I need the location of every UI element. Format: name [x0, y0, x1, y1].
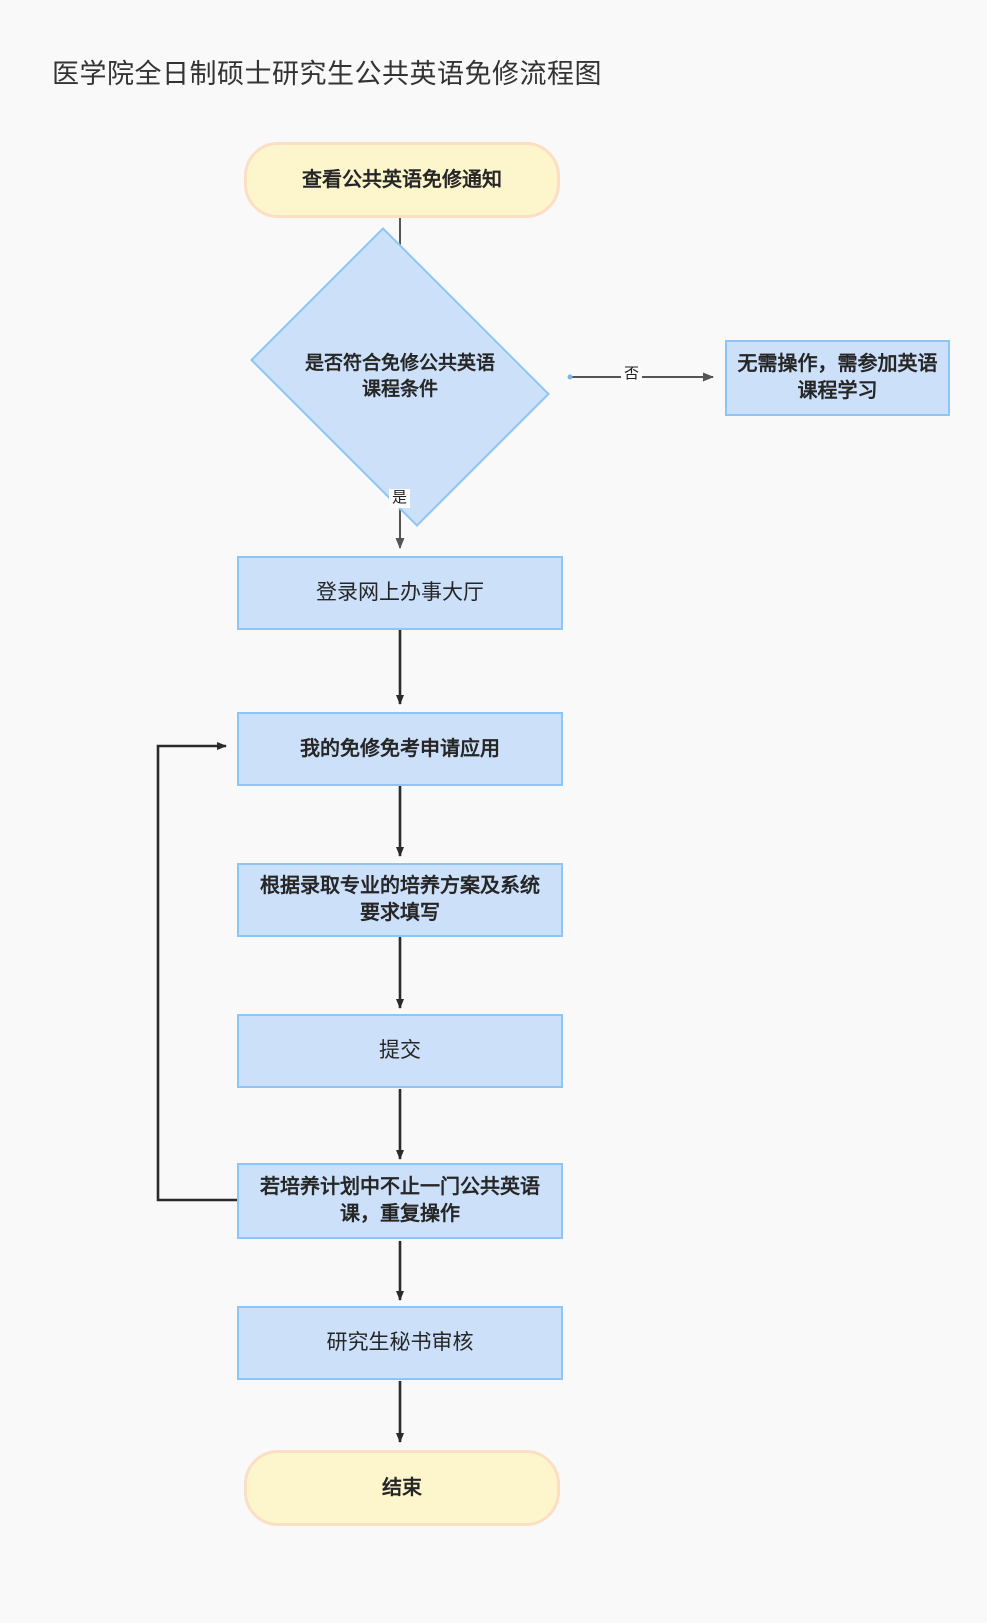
node-start-label: 查看公共英语免修通知 [302, 168, 502, 191]
node-review[interactable]: 研究生秘书审核 [237, 1306, 563, 1380]
node-review-label: 研究生秘书审核 [326, 1330, 474, 1354]
edge-label-yes: 是 [389, 489, 411, 508]
node-repeat-label: 若培养计划中不止一门公共英语课，重复操作 [260, 1176, 540, 1225]
node-login[interactable]: 登录网上办事大厅 [237, 556, 563, 630]
node-submit-label: 提交 [379, 1038, 421, 1062]
node-no-action-label: 无需操作，需参加英语课程学习 [737, 353, 938, 402]
node-end[interactable]: 结束 [244, 1450, 560, 1526]
node-decision[interactable]: 是否符合免修公共英语课程条件 [250, 227, 550, 527]
node-fill-label: 根据录取专业的培养方案及系统要求填写 [260, 875, 540, 924]
node-decision-label: 是否符合免修公共英语课程条件 [304, 353, 495, 400]
node-no-action[interactable]: 无需操作，需参加英语课程学习 [725, 340, 950, 416]
page-title: 医学院全日制硕士研究生公共英语免修流程图 [52, 59, 602, 89]
node-start[interactable]: 查看公共英语免修通知 [244, 142, 560, 218]
node-submit[interactable]: 提交 [237, 1014, 563, 1088]
node-repeat[interactable]: 若培养计划中不止一门公共英语课，重复操作 [237, 1163, 563, 1239]
node-app[interactable]: 我的免修免考申请应用 [237, 712, 563, 786]
node-end-label: 结束 [382, 1476, 422, 1499]
edge-anchor-dot [567, 374, 573, 380]
edge-label-no: 否 [621, 365, 643, 384]
edge-repeat-loopback-to-app [156, 742, 237, 1202]
node-login-label: 登录网上办事大厅 [316, 580, 484, 604]
node-fill[interactable]: 根据录取专业的培养方案及系统要求填写 [237, 863, 563, 937]
node-app-label: 我的免修免考申请应用 [300, 737, 500, 760]
